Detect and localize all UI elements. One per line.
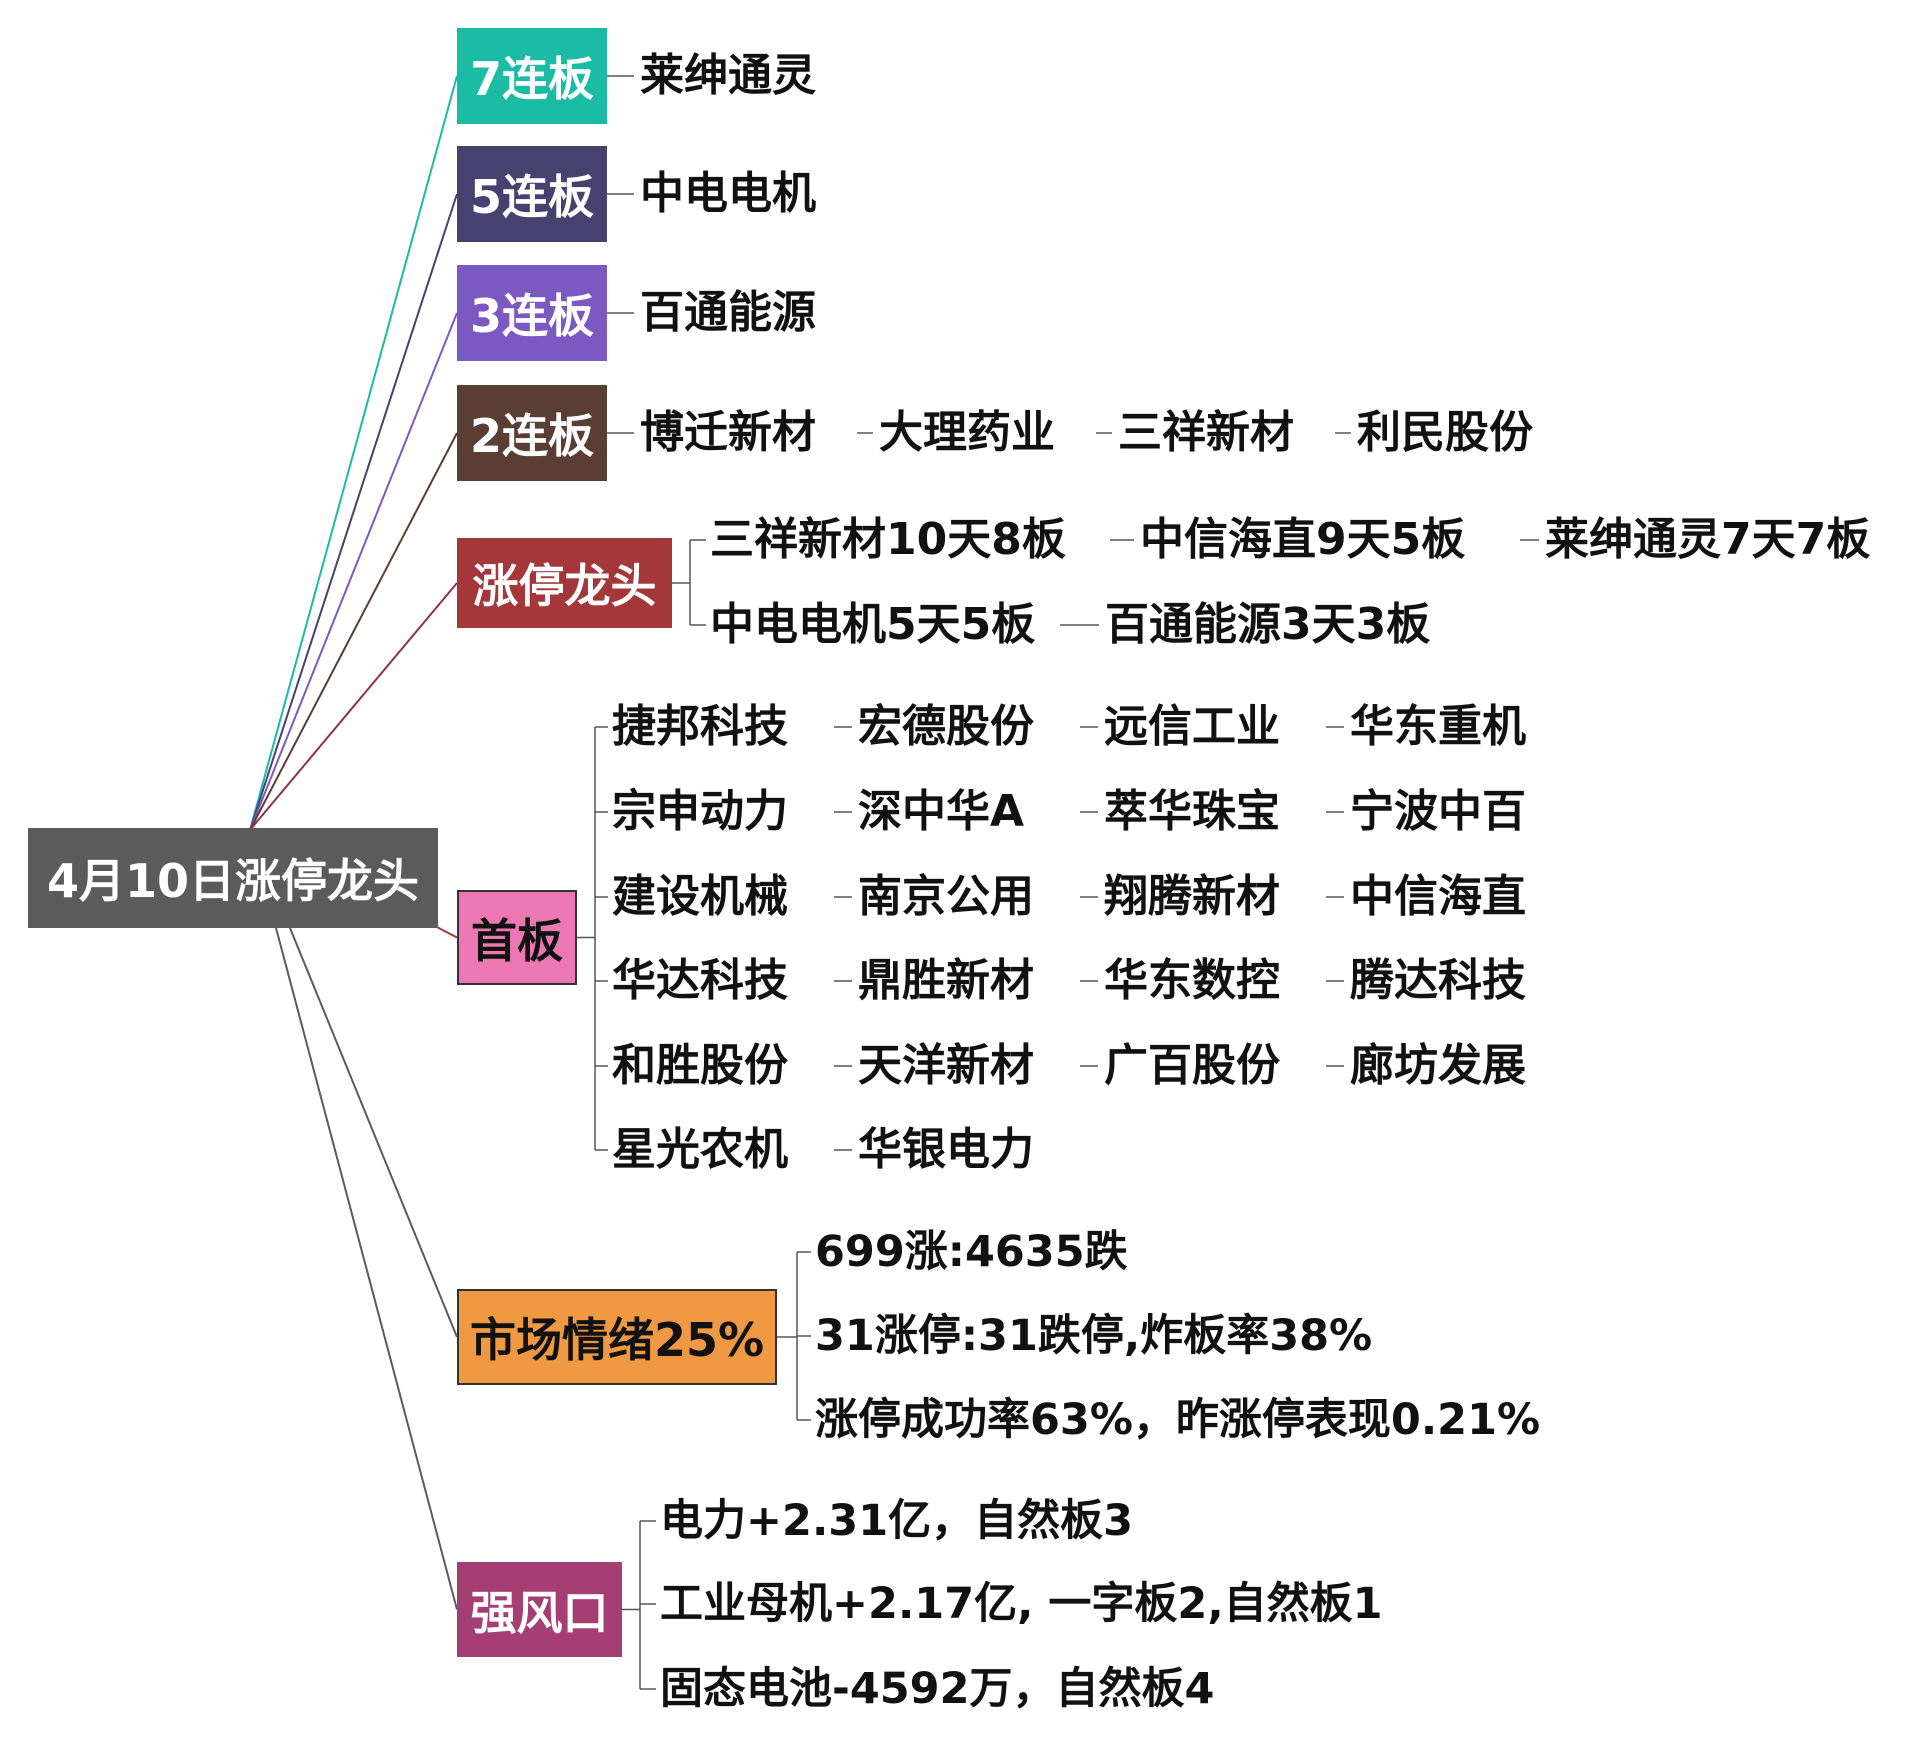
stock-leaf: 利民股份 (1357, 407, 1533, 458)
first-board-stock-leaf: 华银电力 (858, 1124, 1034, 1175)
branch-2-board: 2连板 (457, 385, 607, 481)
branch-limit-up-leader: 涨停龙头 (457, 538, 672, 628)
connector-line (249, 75, 458, 831)
stock-leaf: 三祥新材 (1118, 407, 1294, 458)
branch-3-board: 3连板 (457, 265, 607, 361)
first-board-stock-leaf: 广百股份 (1104, 1040, 1280, 1091)
first-board-stock-leaf: 华东重机 (1350, 701, 1526, 752)
hot-sector-item: 固态电池-4592万，自然板4 (660, 1664, 1215, 1714)
stock-leaf: 莱绅通灵 (640, 50, 816, 101)
leader-stock-leaf: 三祥新材10天8板 (710, 514, 1066, 565)
first-board-stock-leaf: 萃华珠宝 (1104, 786, 1280, 837)
market-mood-item: 699涨:4635跌 (815, 1227, 1128, 1277)
first-board-stock-leaf: 中信海直 (1350, 871, 1526, 922)
branch-7-board: 7连板 (457, 28, 607, 124)
first-board-stock-leaf: 远信工业 (1104, 701, 1280, 752)
first-board-stock-leaf: 廊坊发展 (1350, 1040, 1526, 1091)
first-board-stock-leaf: 深中华A (858, 786, 1025, 837)
first-board-stock-leaf: 鼎胜新材 (858, 955, 1034, 1006)
leader-stock-leaf: 莱绅通灵7天7板 (1545, 514, 1871, 565)
first-board-stock-leaf: 捷邦科技 (612, 701, 788, 752)
market-mood-item: 涨停成功率63%，昨涨停表现0.21% (815, 1395, 1541, 1445)
stock-leaf: 中电电机 (640, 168, 816, 219)
first-board-stock-leaf: 华达科技 (612, 955, 788, 1006)
first-board-stock-leaf: 星光农机 (612, 1124, 788, 1175)
connector-line (249, 432, 458, 831)
hot-sector-item: 工业母机+2.17亿, 一字板2,自然板1 (660, 1579, 1383, 1629)
hot-sector-item: 电力+2.31亿，自然板3 (660, 1496, 1134, 1546)
leader-stock-leaf: 百通能源3天3板 (1105, 599, 1431, 650)
first-board-stock-leaf: 华东数控 (1104, 955, 1280, 1006)
connector-line (249, 193, 458, 831)
leader-stock-leaf: 中电电机5天5板 (710, 599, 1036, 650)
first-board-stock-leaf: 建设机械 (612, 871, 788, 922)
stock-leaf: 大理药业 (879, 407, 1055, 458)
first-board-stock-leaf: 南京公用 (858, 871, 1034, 922)
stock-leaf: 博迁新材 (640, 407, 816, 458)
first-board-stock-leaf: 翔腾新材 (1104, 871, 1280, 922)
connector-line (249, 312, 458, 831)
first-board-stock-leaf: 宏德股份 (858, 701, 1034, 752)
market-mood-item: 31涨停:31跌停,炸板率38% (815, 1311, 1373, 1361)
connector-line (249, 582, 458, 831)
first-board-stock-leaf: 腾达科技 (1350, 955, 1526, 1006)
leader-stock-leaf: 中信海直9天5板 (1140, 514, 1466, 565)
first-board-stock-leaf: 天洋新材 (858, 1040, 1034, 1091)
root-node: 4月10日涨停龙头 (28, 828, 438, 928)
branch-5-board: 5连板 (457, 146, 607, 242)
first-board-stock-leaf: 宁波中百 (1350, 786, 1526, 837)
first-board-stock-leaf: 宗申动力 (612, 786, 788, 837)
branch-first-board: 首板 (457, 890, 577, 985)
connector-line (249, 829, 458, 1610)
first-board-stock-leaf: 和胜股份 (612, 1040, 788, 1091)
stock-leaf: 百通能源 (640, 287, 816, 338)
branch-hot-sector: 强风口 (457, 1562, 622, 1657)
branch-market-mood: 市场情绪25% (457, 1289, 777, 1385)
